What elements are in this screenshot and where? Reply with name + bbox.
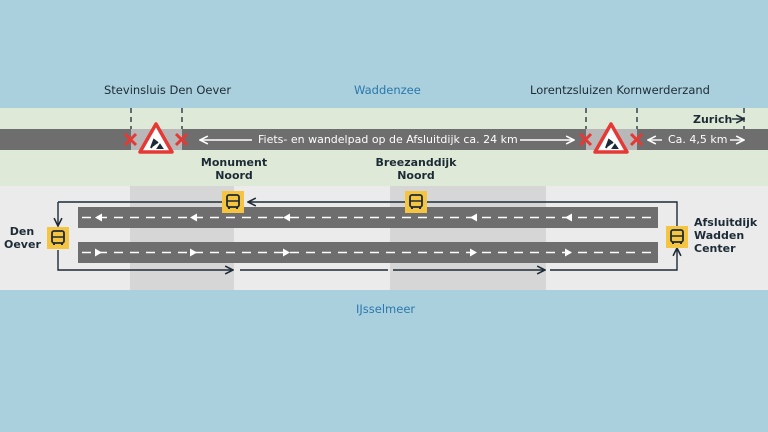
stop-zone-monument <box>130 186 234 290</box>
highway-eastbound <box>78 242 658 263</box>
label-ijsselmeer: IJsselmeer <box>356 302 416 316</box>
lane-direction-arrows <box>95 213 572 257</box>
label-stevinsluis: Stevinsluis Den Oever <box>104 83 232 97</box>
bus-route <box>58 202 677 270</box>
label-lorentzsluizen: Lorentzsluizen Kornwerderzand <box>530 83 710 97</box>
bus-stop-icons <box>47 191 688 249</box>
bike-path <box>0 129 768 150</box>
label-zurich: Zurich <box>693 113 733 126</box>
bike-path-short-label: Ca. 4,5 km <box>668 133 728 146</box>
road-zone <box>0 186 768 290</box>
roadwork-sign-icon <box>138 122 629 154</box>
label-waddenzee: Waddenzee <box>354 83 421 97</box>
bike-path-label: Fiets- en wandelpad op de Afsluitdijk ca… <box>258 133 518 146</box>
closed-x-icons <box>123 132 644 147</box>
